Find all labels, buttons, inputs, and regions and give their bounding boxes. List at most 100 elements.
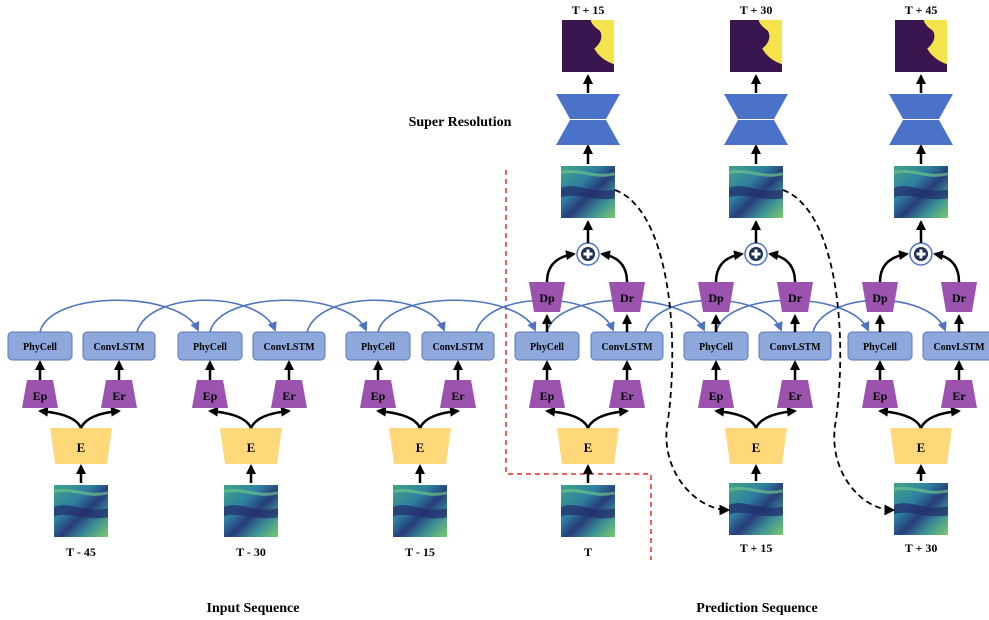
feedback-arrow-1 — [614, 189, 731, 516]
time-step-4: T E Ep Er PhyCell ConvLSTM — [514, 331, 664, 559]
ep-label: Ep — [203, 389, 218, 403]
recurrent-arrow-phycell — [209, 299, 368, 333]
arrow-to-er — [919, 406, 961, 429]
encoder-Ep — [22, 380, 58, 408]
satellite-image-band — [561, 505, 615, 519]
encoder-E — [557, 428, 619, 464]
convlstm-label: ConvLSTM — [432, 342, 484, 353]
convlstm-label: ConvLSTM — [933, 342, 985, 353]
encoder-Er — [777, 380, 813, 408]
satellite-image-streak — [893, 486, 949, 494]
feedback-arrow-2 — [782, 189, 896, 516]
satellite-image-band — [729, 503, 783, 517]
phycell-label: PhyCell — [530, 342, 564, 353]
encoder-Er — [440, 380, 476, 408]
arrow-dr-to-sum — [933, 250, 961, 283]
convlstm-label: ConvLSTM — [601, 342, 653, 353]
encoder-E — [220, 428, 282, 464]
phycell-label: PhyCell — [23, 342, 57, 353]
decoder-Dr — [609, 282, 645, 312]
arrow-to-ep — [545, 406, 590, 429]
decoder-Dr — [777, 282, 813, 312]
ep-label: Ep — [709, 389, 724, 403]
convlstm-box — [82, 331, 156, 361]
super-resolution-bottom — [556, 120, 620, 145]
arrow-dr-to-sum — [600, 250, 629, 283]
encoder-Er — [101, 380, 137, 408]
encoder-label: E — [917, 440, 926, 455]
er-label: Er — [282, 389, 296, 403]
convlstm-box — [252, 331, 326, 361]
ep-label: Ep — [873, 389, 888, 403]
output-map-image — [730, 20, 782, 72]
decoder-Dp — [698, 282, 734, 312]
arrow-to-ep — [376, 406, 422, 429]
output-time-label: T + 30 — [740, 3, 773, 17]
satellite-image-streak — [223, 488, 279, 496]
super-resolution-bottom — [724, 120, 788, 145]
phycell-label: PhyCell — [699, 342, 733, 353]
encoder-label: E — [77, 440, 86, 455]
er-label: Er — [620, 389, 634, 403]
satellite-image-band — [54, 505, 108, 519]
ep-label: Ep — [371, 389, 386, 403]
encoder-label: E — [752, 440, 761, 455]
encoder-Ep — [862, 380, 898, 408]
time-label: T + 15 — [740, 541, 773, 555]
output-time-label: T + 45 — [905, 3, 938, 17]
predicted-frame-image — [560, 166, 616, 218]
dp-label: Dp — [872, 291, 888, 305]
satellite-image-band — [729, 186, 783, 200]
encoder-E — [50, 428, 112, 464]
dp-label: Dp — [539, 291, 555, 305]
phycell-label: PhyCell — [863, 342, 897, 353]
super-resolution-top — [556, 94, 620, 119]
arrow-to-ep — [878, 406, 923, 429]
recurrent-arrow-phycell — [377, 299, 537, 333]
dr-label: Dr — [620, 291, 635, 305]
encoder-Ep — [192, 380, 228, 408]
decoder-Dp — [862, 282, 898, 312]
er-label: Er — [112, 389, 126, 403]
encoder-Er — [941, 380, 977, 408]
encoder-label: E — [584, 440, 593, 455]
super-resolution-bottom — [889, 120, 953, 145]
time-label: T - 15 — [405, 545, 435, 559]
satellite-image-band — [894, 503, 948, 517]
time-label: T - 45 — [66, 545, 96, 559]
output-map-image — [895, 20, 947, 72]
time-label: T + 30 — [905, 541, 938, 555]
satellite-image-streak — [728, 486, 784, 494]
time-step-6: T + 30 E Ep Er PhyCell ConvLSTM — [847, 331, 989, 555]
input-frame-image — [392, 485, 448, 537]
satellite-image-streak — [53, 488, 109, 496]
encoder-Ep — [698, 380, 734, 408]
er-label: Er — [952, 389, 966, 403]
sum-icon-v — [754, 249, 758, 259]
arrow-to-ep — [714, 406, 758, 429]
encoder-Er — [271, 380, 307, 408]
super-resolution-top — [889, 94, 953, 119]
time-label: T — [584, 545, 592, 559]
input-frame-image — [53, 485, 109, 537]
ep-label: Ep — [540, 389, 555, 403]
arrow-to-er — [249, 406, 291, 429]
dr-label: Dr — [952, 291, 967, 305]
arrow-to-ep — [38, 406, 83, 429]
convlstm-box — [421, 331, 495, 361]
prediction-head-3: Dp Dr T + 45 — [862, 3, 977, 332]
decoder-Dp — [529, 282, 565, 312]
dp-label: Dp — [708, 291, 724, 305]
super-resolution-label: Super Resolution — [409, 115, 512, 130]
arrow-to-ep — [208, 406, 253, 429]
satellite-image-streak — [560, 169, 616, 177]
ep-label: Ep — [33, 389, 48, 403]
encoder-label: E — [247, 440, 256, 455]
encoder-Er — [609, 380, 645, 408]
satellite-image-streak — [392, 488, 448, 496]
input-frame-image — [560, 485, 616, 537]
output-map-image — [562, 20, 614, 72]
